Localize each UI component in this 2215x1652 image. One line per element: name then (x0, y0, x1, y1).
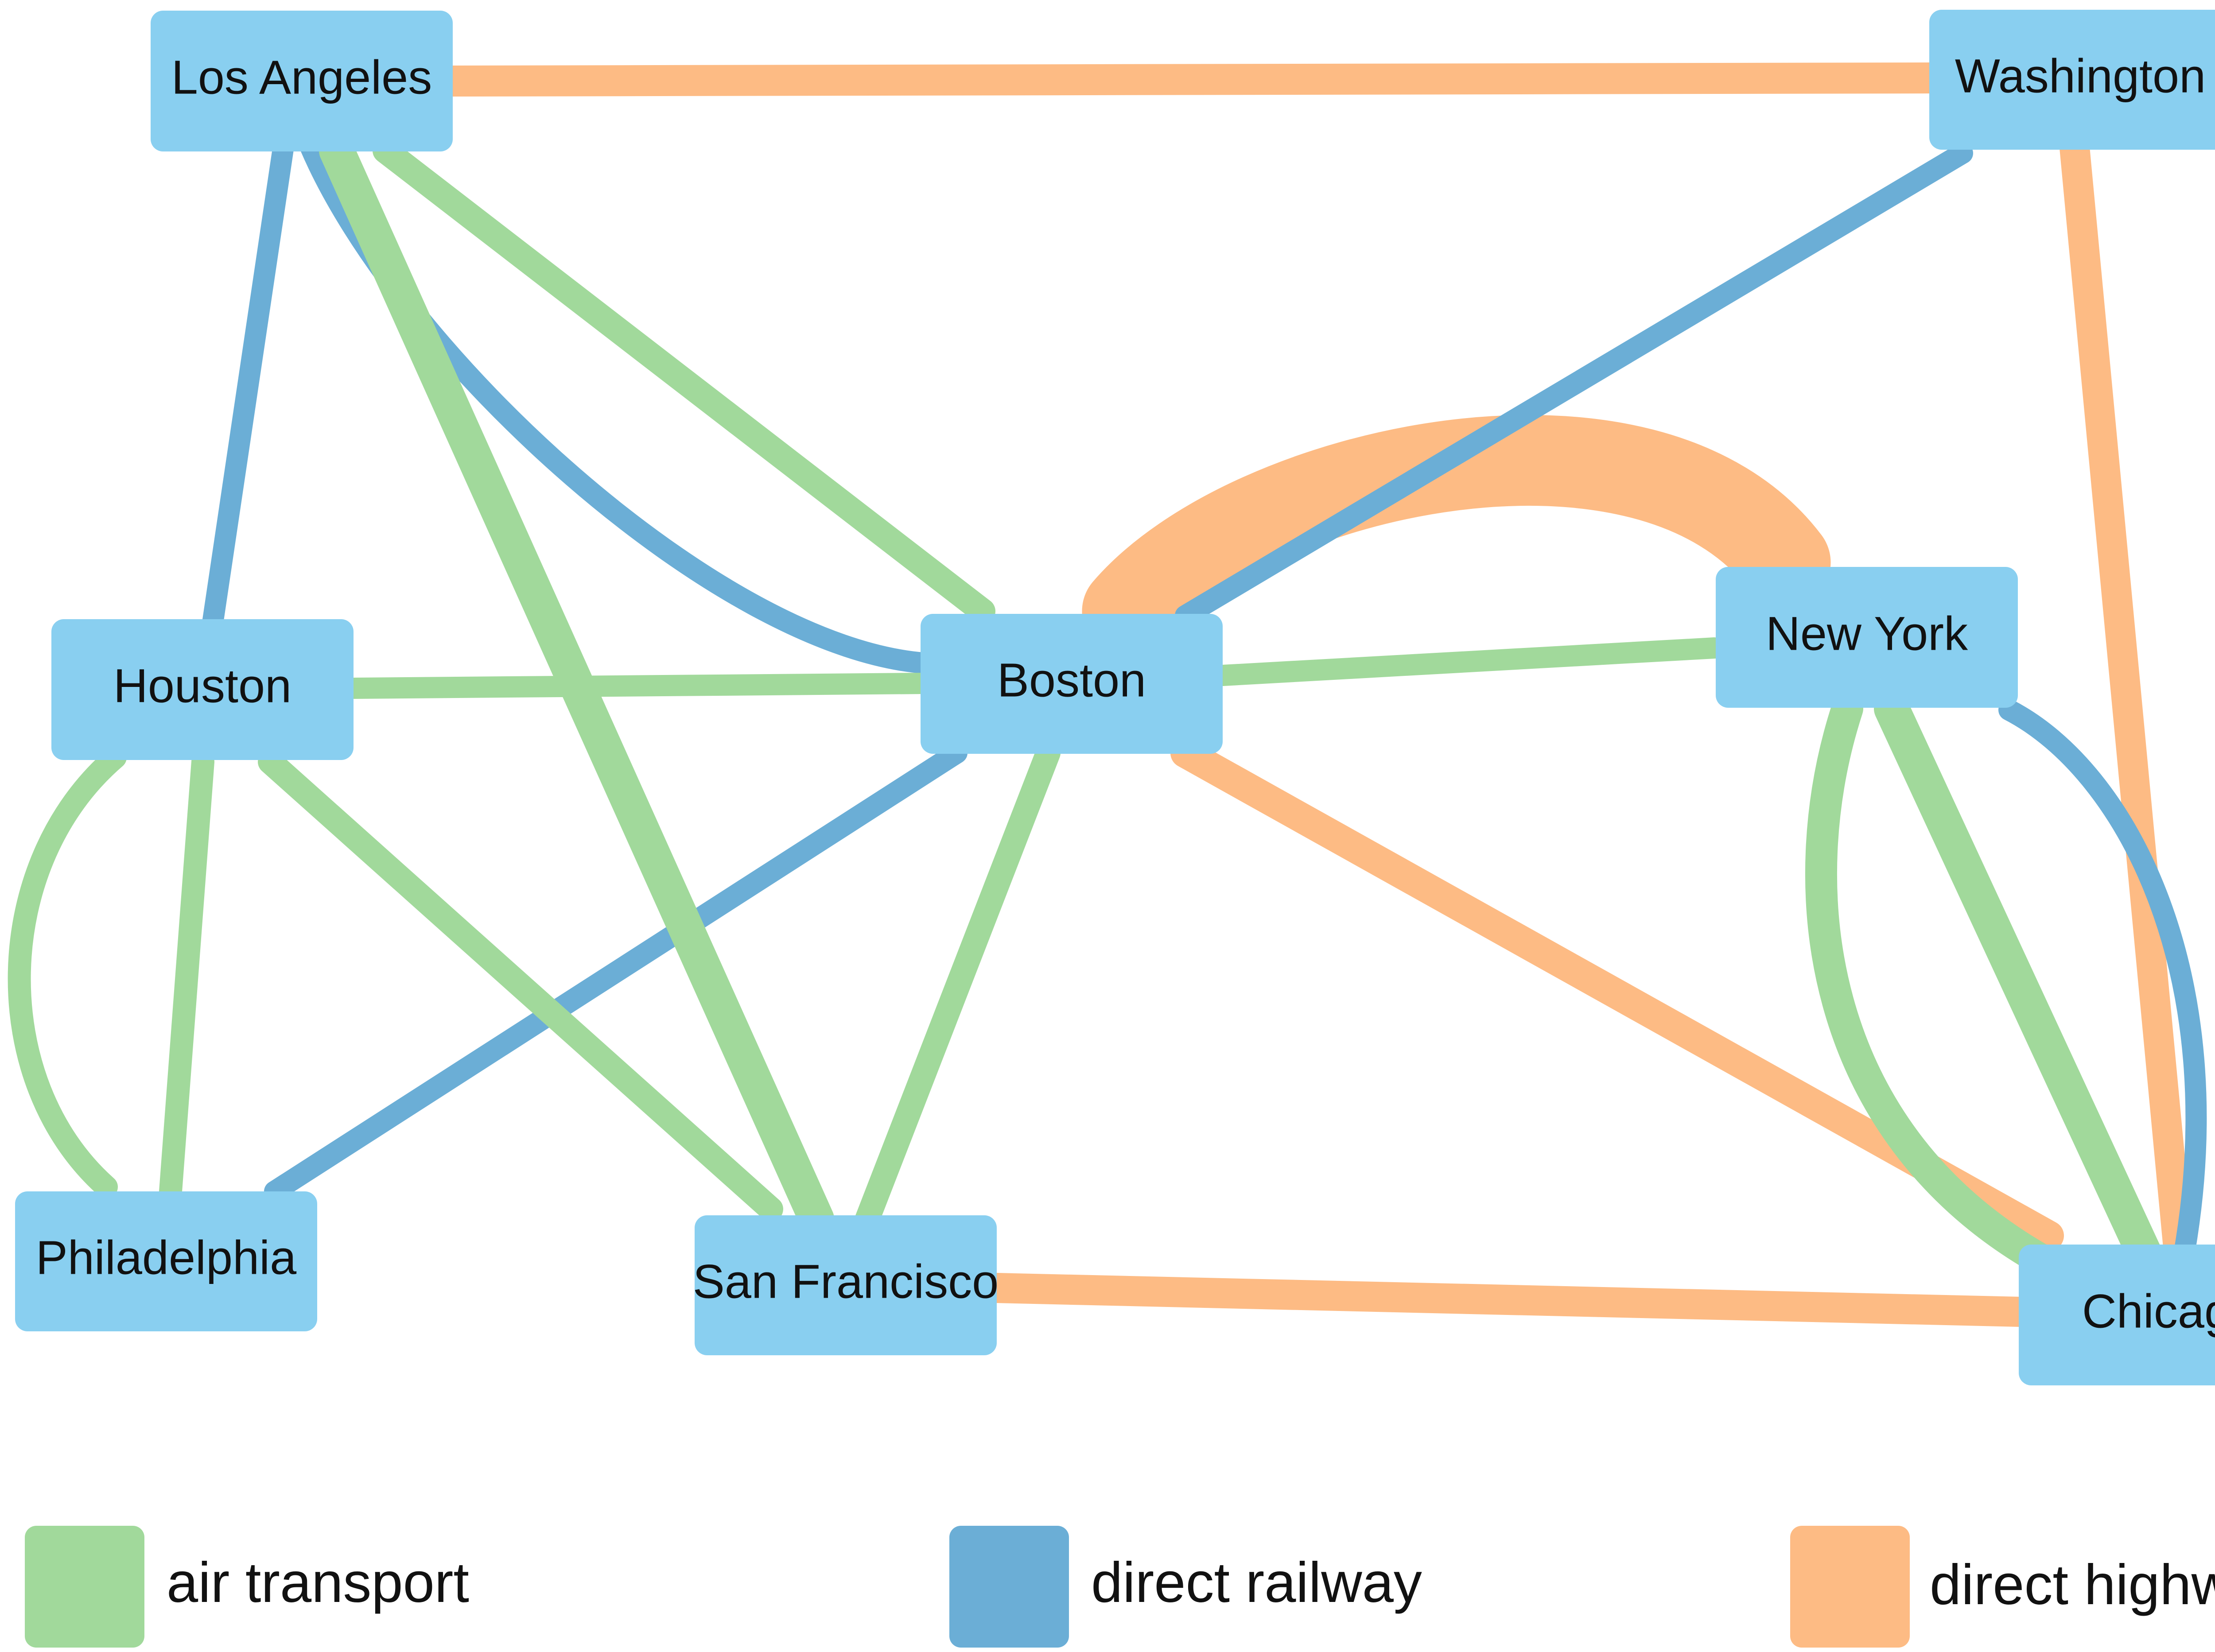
edge-la-washington[interactable] (432, 62, 1948, 97)
legend-swatch-direct-railway (949, 1526, 1069, 1648)
edge-houston-philadelphia-curve[interactable] (8, 746, 127, 1198)
node-washington[interactable]: Washington (1929, 10, 2215, 150)
node-new-york[interactable]: New York (1716, 567, 2018, 708)
node-philadelphia[interactable]: Philadelphia (15, 1191, 317, 1331)
edge-new-york-chicago-air[interactable] (1874, 691, 2164, 1276)
edge-la-boston-air[interactable] (373, 138, 995, 624)
edge-new-york-chicago-rail[interactable] (1998, 699, 2207, 1265)
node-boston[interactable]: Boston (921, 614, 1223, 754)
node-label-houston: Houston (113, 659, 291, 713)
legend-label-direct-highway: direct highway (1930, 1553, 2215, 1617)
node-houston[interactable]: Houston (51, 619, 354, 760)
edge-washington-boston[interactable] (1175, 143, 1973, 626)
node-label-washington: Washington (1955, 49, 2206, 103)
node-san-francisco[interactable]: San Francisco (693, 1215, 999, 1355)
legend-label-direct-railway: direct railway (1091, 1551, 1422, 1614)
node-label-los-angeles: Los Angeles (171, 50, 432, 104)
node-label-san-francisco: San Francisco (693, 1255, 999, 1308)
node-los-angeles[interactable]: Los Angeles (151, 11, 453, 151)
edges-layer (8, 62, 2207, 1327)
nodes-layer: Los Angeles Washington Houston Boston Ne… (15, 10, 2215, 1385)
edge-san-francisco-chicago[interactable] (982, 1273, 2036, 1327)
edge-houston-san-francisco[interactable] (258, 749, 783, 1222)
edge-la-houston[interactable] (201, 136, 294, 640)
legend-item-direct-highway: direct highway (1790, 1526, 2215, 1648)
node-label-philadelphia: Philadelphia (36, 1231, 297, 1284)
legend-item-direct-railway: direct railway (949, 1526, 1422, 1648)
edge-boston-new-york-air[interactable] (1212, 637, 1725, 686)
node-label-new-york: New York (1766, 607, 1968, 660)
edge-houston-philadelphia[interactable] (159, 750, 214, 1203)
edge-boston-philadelphia[interactable] (264, 742, 968, 1202)
edge-houston-boston[interactable] (344, 673, 933, 699)
legend-swatch-direct-highway (1790, 1526, 1910, 1648)
legend-label-air-transport: air transport (167, 1551, 469, 1614)
edge-new-york-chicago-air-curve[interactable] (1805, 693, 2054, 1274)
node-label-boston: Boston (997, 653, 1146, 707)
node-label-chicago: Chicago (2082, 1284, 2215, 1338)
legend-item-air-transport: air transport (25, 1526, 469, 1648)
edge-boston-san-francisco[interactable] (855, 741, 1061, 1231)
legend-swatch-air-transport (25, 1526, 144, 1648)
node-chicago[interactable]: Chicago (2019, 1245, 2215, 1385)
legend: air transport direct railway direct high… (25, 1526, 2215, 1648)
edge-washington-chicago[interactable] (2060, 132, 2194, 1267)
